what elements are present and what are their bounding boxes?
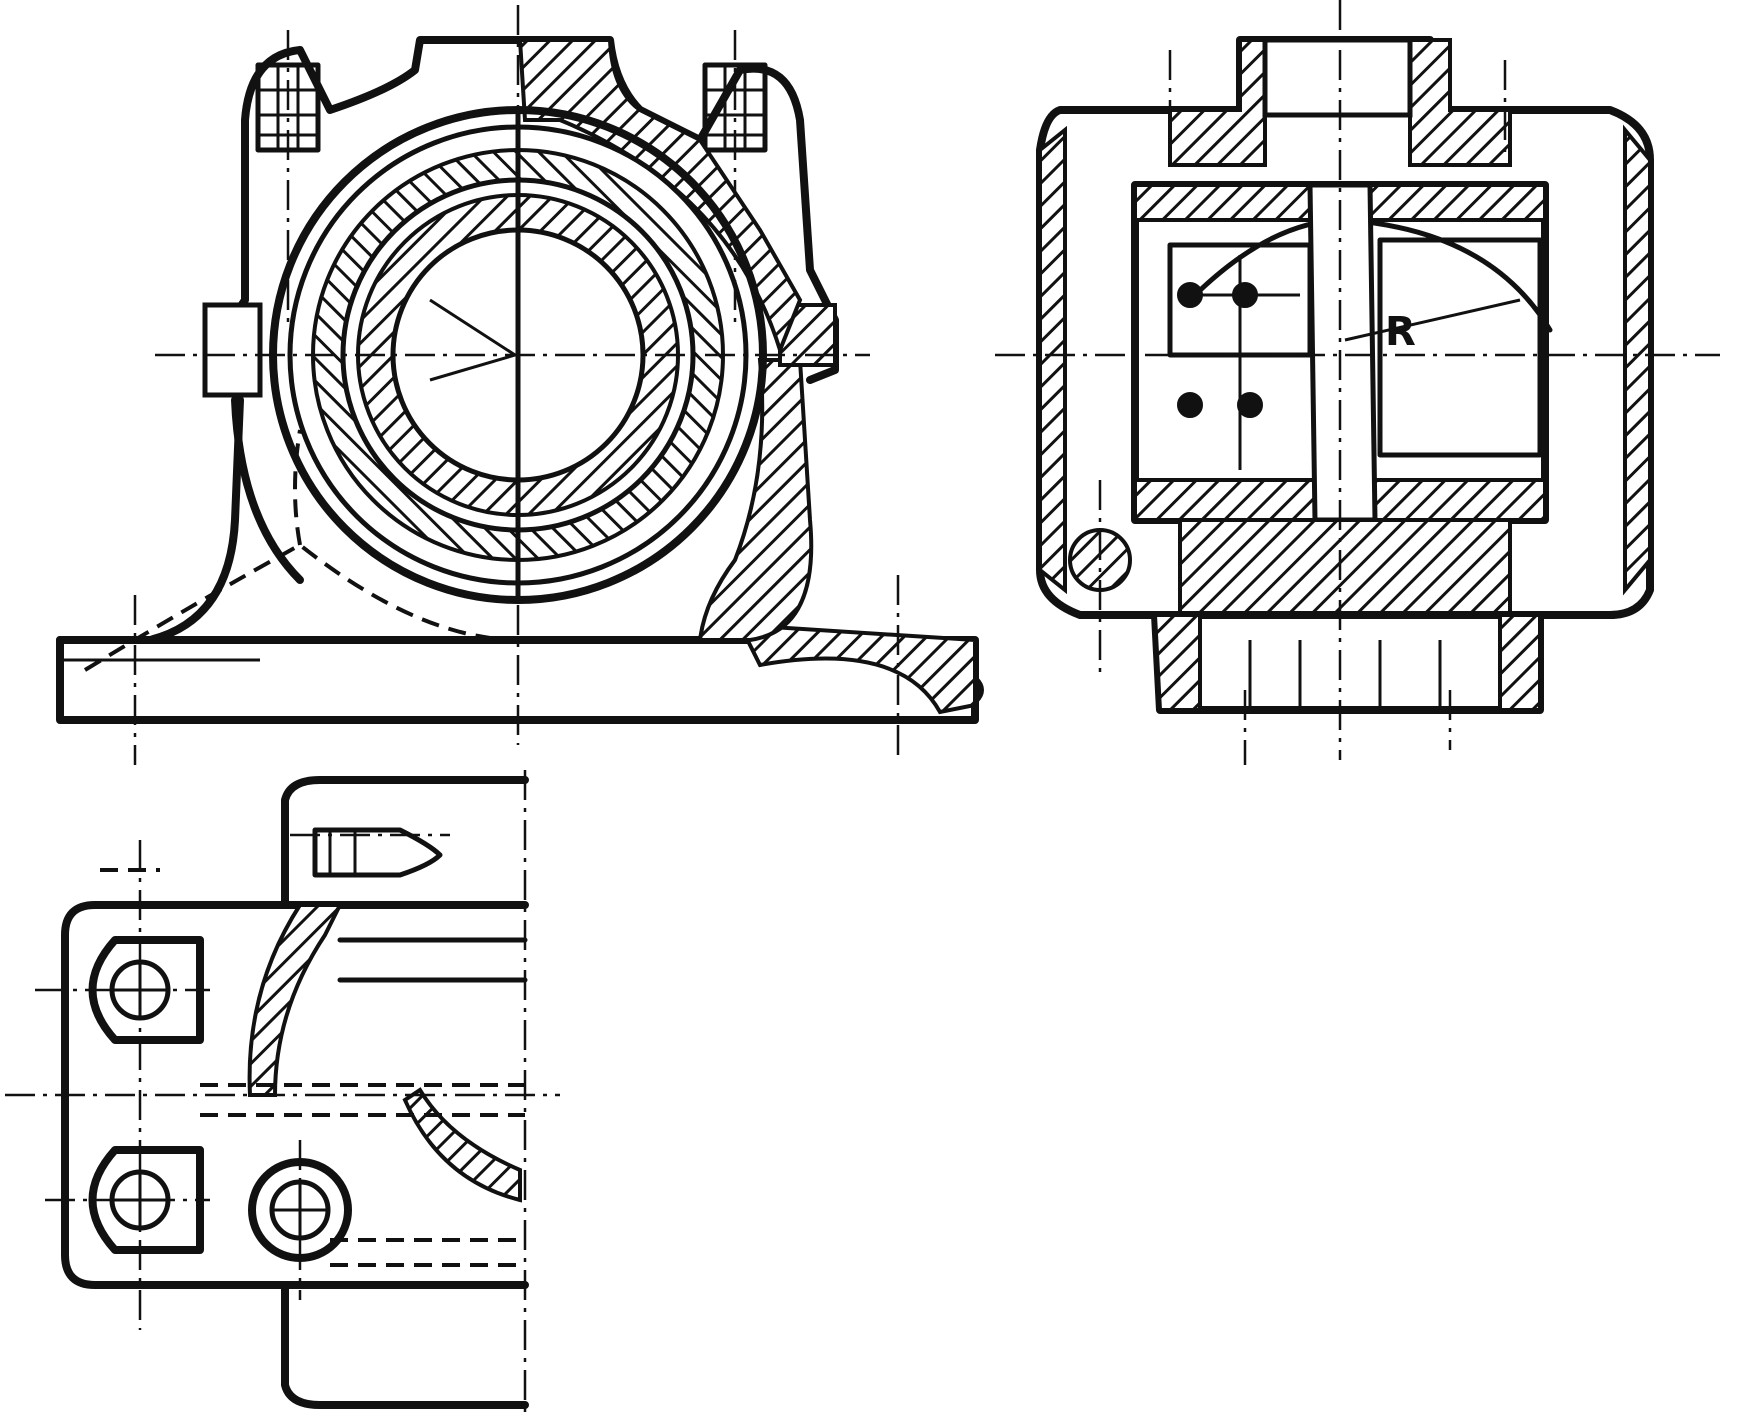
side-left-wall <box>1038 125 1067 595</box>
radius-label: R <box>1385 309 1416 355</box>
top-curved-rib <box>247 903 344 1097</box>
base-plate-section <box>736 622 977 715</box>
top-bore-section <box>402 1087 522 1203</box>
left-leg <box>56 396 244 644</box>
side-center-pin <box>1307 182 1378 523</box>
right-leg-section <box>697 358 814 642</box>
side-cap-bore <box>1262 37 1413 118</box>
side-rollers <box>1167 237 1543 470</box>
side-cap-right <box>1408 38 1512 167</box>
top-stud-side <box>312 827 443 878</box>
side-foot <box>1151 611 1544 714</box>
side-right-wall <box>1623 124 1652 596</box>
front-hidden-lines <box>83 429 521 672</box>
top-lower-boss <box>281 1281 529 1409</box>
side-lower-block <box>1178 518 1512 617</box>
side-housing-outline <box>1036 36 1654 619</box>
top-upper-boss <box>281 776 529 909</box>
side-view: R <box>995 0 1720 765</box>
side-cap-left <box>1168 38 1267 167</box>
left-lug <box>202 302 263 398</box>
top-hidden-lines <box>100 868 525 1267</box>
top-view <box>5 770 560 1420</box>
front-view <box>56 5 984 765</box>
